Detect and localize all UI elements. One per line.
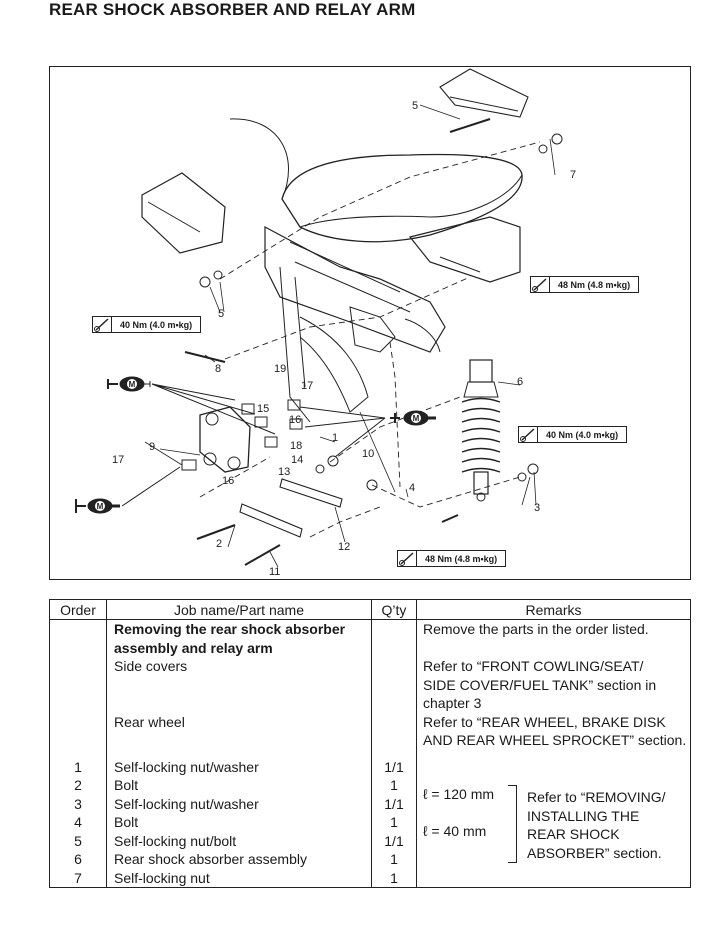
- section-heading: Removing the rear shock absorber: [114, 621, 346, 637]
- qty-cell: 1: [390, 814, 398, 830]
- part-name: Bolt: [114, 814, 139, 830]
- reference-line: REAR SHOCK: [527, 826, 620, 842]
- callout-number: 5: [218, 308, 225, 320]
- remarks-column: Remove the parts in the order listed. Re…: [416, 619, 691, 888]
- remark-line: chapter 3: [423, 695, 482, 711]
- bolt-length-120: ℓ = 120 mm: [423, 786, 495, 802]
- remark-line: Refer to “FRONT COWLING/SEAT/: [423, 658, 644, 674]
- order-cell: 1: [74, 758, 82, 775]
- table-row: 1 2 3 4 5 6 7 Removing the rear shock ab…: [49, 619, 691, 888]
- torque-wrench-icon: [398, 551, 417, 566]
- callout-number: 2: [216, 538, 223, 550]
- order-cell: 7: [74, 869, 82, 886]
- torque-value: 40 Nm (4.0 m•kg): [546, 429, 619, 440]
- callout-number: 4: [409, 482, 416, 494]
- table-header-row: Order Job name/Part name Q’ty Remarks: [49, 599, 691, 620]
- reference-line: INSTALLING THE: [527, 807, 640, 824]
- torque-spec-bottom: 48 Nm (4.8 m•kg): [397, 550, 507, 567]
- callout-number: 16: [289, 414, 302, 426]
- torque-wrench-icon: [519, 427, 538, 442]
- callout-number: 18: [290, 440, 303, 452]
- callout-number: 1: [332, 432, 339, 444]
- reference-line: ABSORBER” section.: [527, 844, 662, 861]
- callout-number: 19: [274, 363, 287, 375]
- part-name: Rear shock absorber assembly: [114, 851, 307, 867]
- header-qty: Q’ty: [371, 599, 417, 620]
- callout-number: 14: [291, 454, 304, 466]
- part-name: Self-locking nut/washer: [114, 795, 259, 812]
- reference-note: Refer to “REMOVING/ INSTALLING THE REAR …: [527, 788, 665, 862]
- svg-text:M: M: [129, 380, 136, 389]
- parts-table: Order Job name/Part name Q’ty Remarks 1 …: [49, 599, 691, 888]
- torque-wrench-icon: [531, 277, 550, 292]
- svg-text:M: M: [97, 502, 104, 511]
- diagram-lines: M M M: [75, 68, 563, 568]
- exploded-diagram: M M M 40 Nm (4.0 m•kg): [49, 66, 691, 580]
- callout-number: 17: [112, 454, 125, 466]
- header-remarks: Remarks: [416, 599, 691, 620]
- torque-spec-upper-right: 48 Nm (4.8 m•kg): [530, 276, 640, 293]
- qty-column: 1/1 1 1/1 1 1/1 1 1: [371, 619, 417, 888]
- order-cell: 2: [74, 777, 82, 793]
- molybdenum-grease-gun-icon: M: [107, 376, 276, 435]
- order-cell: 6: [74, 851, 82, 867]
- part-name: Self-locking nut/bolt: [114, 832, 237, 849]
- callout-number: 13: [278, 466, 291, 478]
- qty-cell: 1/1: [384, 795, 404, 812]
- callout-number: 7: [570, 169, 577, 181]
- torque-spec-upper-left: 40 Nm (4.0 m•kg): [92, 316, 202, 333]
- part-name: Rear wheel: [114, 713, 185, 730]
- remark-line: SIDE COVER/FUEL TANK” section in: [423, 676, 657, 693]
- header-order: Order: [49, 599, 107, 620]
- qty-cell: 1/1: [384, 758, 404, 775]
- order-cell: 5: [74, 832, 82, 849]
- torque-value: 48 Nm (4.8 m•kg): [425, 553, 498, 564]
- torque-value: 40 Nm (4.0 m•kg): [120, 319, 193, 330]
- part-name: Side covers: [114, 658, 188, 674]
- qty-cell: 1: [390, 777, 398, 793]
- qty-cell: 1/1: [384, 832, 404, 849]
- job-column: Removing the rear shock absorber assembl…: [106, 619, 372, 888]
- part-name: Self-locking nut: [114, 869, 210, 886]
- qty-cell: 1: [390, 869, 398, 886]
- remark-line: Refer to “REAR WHEEL, BRAKE DISK: [423, 713, 666, 730]
- callout-number: 8: [215, 363, 222, 375]
- remark-line: AND REAR WHEEL SPROCKET” section.: [423, 732, 687, 748]
- svg-text:M: M: [413, 414, 420, 423]
- callout-number: 16: [222, 475, 235, 487]
- order-column: 1 2 3 4 5 6 7: [49, 619, 107, 888]
- callout-number: 9: [149, 441, 156, 453]
- callout-number: 5: [412, 100, 419, 112]
- part-name: Self-locking nut/washer: [114, 758, 259, 775]
- bolt-length-40: ℓ = 40 mm: [423, 823, 487, 839]
- qty-cell: 1: [390, 851, 398, 867]
- reference-line: Refer to “REMOVING/: [527, 789, 666, 805]
- order-cell: 3: [74, 795, 82, 812]
- torque-value: 48 Nm (4.8 m•kg): [558, 279, 631, 290]
- torque-wrench-icon: [93, 317, 112, 332]
- part-name: Bolt: [114, 777, 139, 793]
- header-job: Job name/Part name: [106, 599, 372, 620]
- page-title: REAR SHOCK ABSORBER AND RELAY ARM: [49, 0, 416, 19]
- section-heading: assembly and relay arm: [114, 639, 273, 656]
- order-cell: 4: [74, 814, 82, 830]
- callout-number: 11: [269, 566, 281, 578]
- callout-number: 15: [257, 403, 270, 415]
- callout-number: 6: [517, 376, 524, 388]
- callout-number: 12: [338, 541, 351, 553]
- callout-number: 10: [362, 448, 375, 460]
- callout-number: 17: [301, 380, 314, 392]
- remark-line: Remove the parts in the order listed.: [423, 621, 649, 637]
- group-bracket: [508, 785, 517, 863]
- callout-number: 3: [534, 502, 541, 514]
- torque-spec-shock: 40 Nm (4.0 m•kg): [518, 426, 628, 443]
